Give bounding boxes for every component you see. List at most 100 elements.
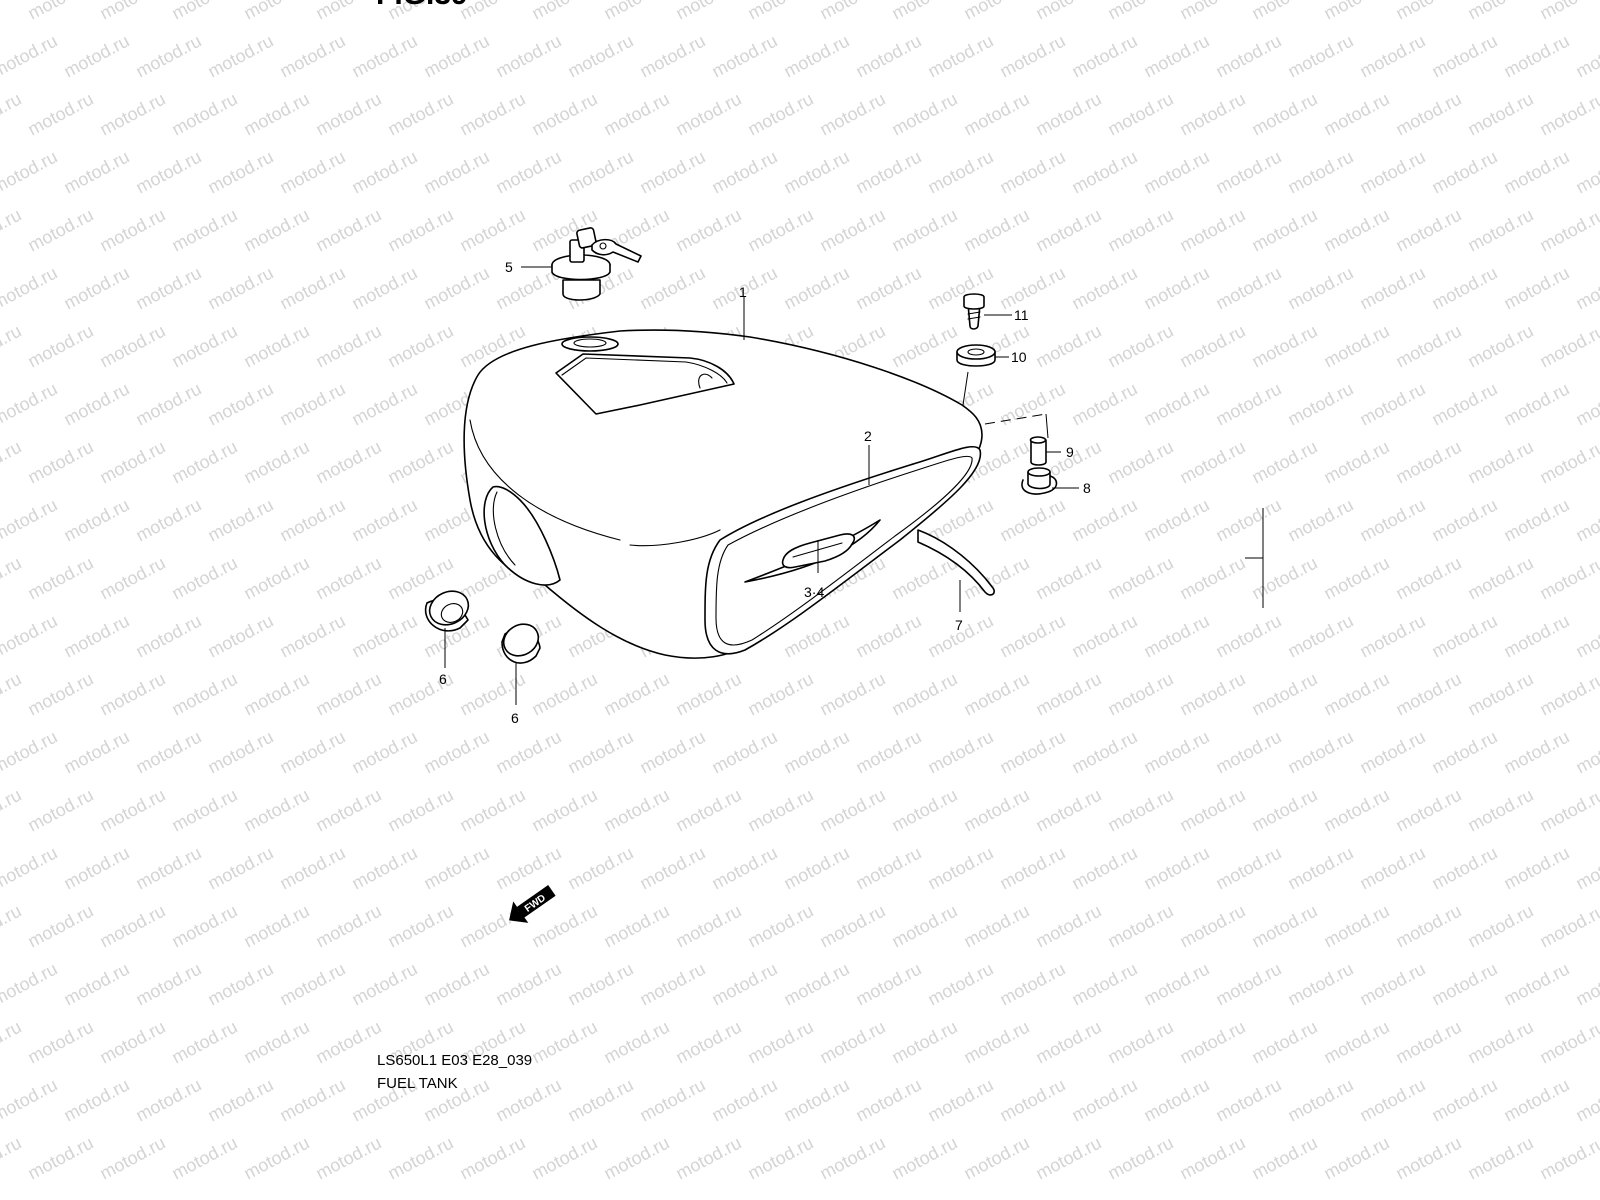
watermark-text: motod.ru: [636, 959, 708, 1010]
watermark-text: motod.ru: [1464, 553, 1536, 604]
watermark-text: motod.ru: [1212, 495, 1284, 546]
watermark-text: motod.ru: [204, 31, 276, 82]
watermark-text: motod.ru: [1032, 1017, 1104, 1068]
watermark-text: motod.ru: [240, 901, 312, 952]
watermark-text: motod.ru: [132, 843, 204, 894]
watermark-text: motod.ru: [492, 31, 564, 82]
watermark-text: motod.ru: [1500, 959, 1572, 1010]
watermark-text: motod.ru: [132, 31, 204, 82]
watermark-text: motod.ru: [852, 147, 924, 198]
leader-lines: [444, 266, 1264, 705]
watermark-text: motod.ru: [1500, 495, 1572, 546]
watermark-text: motod.ru: [384, 89, 456, 140]
watermark-text: motod.ru: [384, 321, 456, 372]
watermark-text: motod.ru: [456, 205, 528, 256]
watermark-text: motod.ru: [492, 147, 564, 198]
watermark-text: motod.ru: [636, 31, 708, 82]
watermark-text: motod.ru: [348, 727, 420, 778]
watermark-text: motod.ru: [204, 495, 276, 546]
watermark-text: motod.ru: [24, 437, 96, 488]
watermark-text: motod.ru: [1212, 263, 1284, 314]
watermark-text: motod.ru: [672, 205, 744, 256]
watermark-text: motod.ru: [1176, 553, 1248, 604]
watermark-text: motod.ru: [456, 1133, 528, 1184]
watermark-text: motod.ru: [1176, 901, 1248, 952]
watermark-text: motod.ru: [168, 1017, 240, 1068]
watermark-text: motod.ru: [708, 1075, 780, 1126]
watermark-text: motod.ru: [1212, 379, 1284, 430]
watermark-text: motod.ru: [816, 1017, 888, 1068]
watermark-text: motod.ru: [816, 205, 888, 256]
watermark-text: motod.ru: [672, 901, 744, 952]
watermark-text: motod.ru: [600, 1133, 672, 1184]
watermark-text: motod.ru: [780, 843, 852, 894]
watermark-text: motod.ru: [744, 785, 816, 836]
watermark-text: motod.ru: [0, 263, 61, 314]
watermark-text: motod.ru: [1284, 611, 1356, 662]
watermark-text: motod.ru: [888, 1133, 960, 1184]
watermark-text: motod.ru: [744, 669, 816, 720]
watermark-text: motod.ru: [564, 1075, 636, 1126]
watermark-text: motod.ru: [0, 205, 25, 256]
watermark-text: motod.ru: [1140, 495, 1212, 546]
watermark-text: motod.ru: [1320, 1017, 1392, 1068]
watermark-text: motod.ru: [0, 611, 61, 662]
watermark-text: motod.ru: [528, 669, 600, 720]
watermark-text: motod.ru: [888, 205, 960, 256]
watermark-text: motod.ru: [528, 89, 600, 140]
watermark-text: motod.ru: [276, 495, 348, 546]
watermark-text: motod.ru: [1248, 785, 1320, 836]
watermark-text: motod.ru: [348, 611, 420, 662]
watermark-text: motod.ru: [312, 0, 384, 24]
watermark-text: motod.ru: [1536, 1017, 1600, 1068]
watermark-text: motod.ru: [60, 959, 132, 1010]
watermark-text: motod.ru: [852, 843, 924, 894]
watermark-text: motod.ru: [1104, 205, 1176, 256]
watermark-text: motod.ru: [1536, 553, 1600, 604]
watermark-text: motod.ru: [1176, 0, 1248, 24]
watermark-text: motod.ru: [1248, 669, 1320, 720]
watermark-text: motod.ru: [168, 0, 240, 24]
watermark-text: motod.ru: [816, 0, 888, 24]
watermark-text: motod.ru: [1032, 1133, 1104, 1184]
watermark-text: motod.ru: [1572, 147, 1600, 198]
watermark-text: motod.ru: [204, 379, 276, 430]
watermark-text: motod.ru: [60, 727, 132, 778]
watermark-text: motod.ru: [636, 147, 708, 198]
watermark-text: motod.ru: [1392, 901, 1464, 952]
watermark-text: motod.ru: [348, 495, 420, 546]
watermark-text: motod.ru: [1356, 31, 1428, 82]
watermark-text: motod.ru: [1428, 31, 1500, 82]
watermark-text: motod.ru: [1392, 669, 1464, 720]
watermark-text: motod.ru: [1176, 785, 1248, 836]
watermark-text: motod.ru: [528, 1017, 600, 1068]
watermark-text: motod.ru: [996, 611, 1068, 662]
watermark-text: motod.ru: [1140, 959, 1212, 1010]
watermark-text: motod.ru: [708, 959, 780, 1010]
watermark-text: motod.ru: [456, 89, 528, 140]
watermark-text: motod.ru: [1464, 321, 1536, 372]
watermark-text: motod.ru: [240, 785, 312, 836]
watermark-text: motod.ru: [636, 263, 708, 314]
watermark-text: motod.ru: [420, 31, 492, 82]
watermark-text: motod.ru: [132, 611, 204, 662]
watermark-text: motod.ru: [204, 727, 276, 778]
watermark-text: motod.ru: [312, 437, 384, 488]
watermark-text: motod.ru: [1428, 611, 1500, 662]
watermark-text: motod.ru: [168, 901, 240, 952]
watermark-text: motod.ru: [1284, 379, 1356, 430]
watermark-text: motod.ru: [168, 89, 240, 140]
watermark-text: motod.ru: [1536, 1133, 1600, 1184]
watermark-text: motod.ru: [24, 205, 96, 256]
watermark-text: motod.ru: [888, 669, 960, 720]
watermark-text: motod.ru: [0, 89, 25, 140]
watermark-text: motod.ru: [1212, 843, 1284, 894]
watermark-text: motod.ru: [1464, 0, 1536, 24]
watermark-text: motod.ru: [204, 147, 276, 198]
watermark-text: motod.ru: [1104, 0, 1176, 24]
watermark-text: motod.ru: [132, 959, 204, 1010]
watermark-text: motod.ru: [420, 959, 492, 1010]
watermark-text: motod.ru: [1572, 1075, 1600, 1126]
watermark-text: motod.ru: [1284, 31, 1356, 82]
watermark-text: motod.ru: [1320, 785, 1392, 836]
